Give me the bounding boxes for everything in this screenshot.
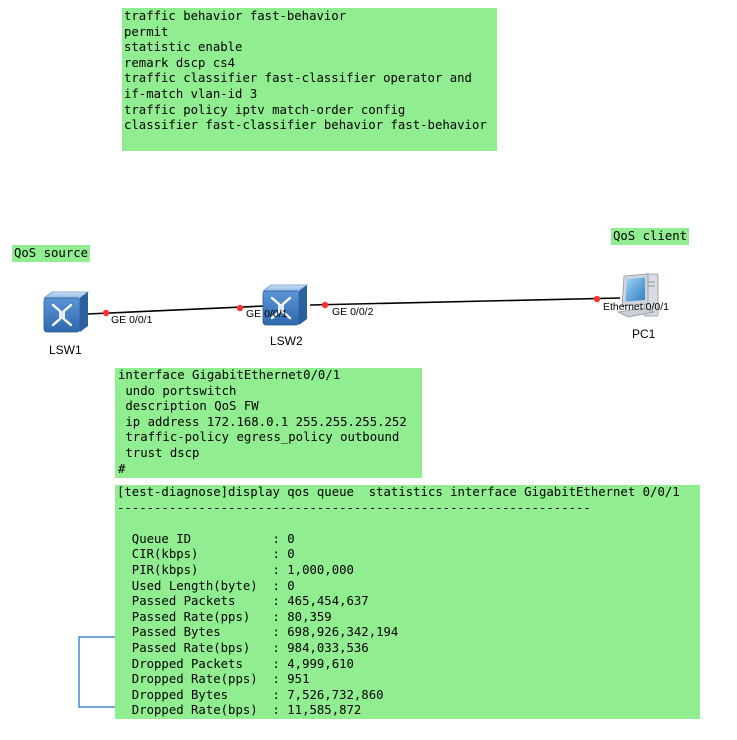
pc1-port-label: Ethernet 0/0/1 [603,301,669,313]
stats-line: [test-diagnose]display qos queue statist… [117,485,680,499]
config-line: # [118,461,126,476]
link-lsw2-pc1 [309,297,621,306]
config-line: trust dscp [118,445,200,460]
stats-line: Passed Rate(bps) : 984,033,536 [117,640,369,655]
stats-line: Dropped Rate(bps) : 11,585,872 [117,703,362,718]
lsw1-port-label: GE 0/0/1 [111,314,153,326]
config-line: remark dscp cs4 [124,55,236,70]
config-line: interface GigabitEthernet0/0/1 [118,368,341,382]
port-dot-lsw2-right [321,301,329,309]
stats-line: PIR(kbps) : 1,000,000 [117,562,354,577]
switch-icon[interactable] [42,291,90,333]
config-line: permit [124,24,169,39]
config-line: statistic enable [124,40,243,55]
port-dot-lsw2-left [236,304,244,312]
stats-line: Passed Rate(pps) : 80,359 [117,609,332,624]
config-line: traffic behavior fast-behavior [124,9,347,23]
config-line: if-match vlan-id 3 [124,86,258,101]
stats-line: Passed Bytes : 698,926,342,194 [117,625,399,640]
lsw2-left-port-label: GE 0/0/1 [246,308,288,320]
stats-line: CIR(kbps) : 0 [117,547,295,562]
pc1-name: PC1 [632,327,656,341]
config-line: ip address 172.168.0.1 255.255.255.252 [118,414,407,429]
config-line: traffic policy iptv match-order config [124,102,406,117]
link-lsw1-lsw2 [86,305,265,315]
config-line: description QoS FW [118,399,259,414]
qos-source-label: QoS source [12,245,91,262]
config-line: classifier fast-classifier behavior fast… [124,118,487,133]
port-dot-pc1 [593,295,601,303]
stats-line: Used Length(byte) : 0 [117,578,295,593]
stats-line: Dropped Rate(pps) : 951 [117,672,310,687]
stats-line: Dropped Packets : 4,999,610 [117,656,354,671]
lsw2-right-port-label: GE 0/0/2 [332,306,374,318]
qos-client-label: QoS client [611,228,690,245]
interface-config-note: interface GigabitEthernet0/0/1 undo port… [115,368,422,478]
stats-line: Queue ID : 0 [117,531,295,546]
pc-icon[interactable] [616,273,659,318]
switch-icon[interactable] [261,284,309,326]
config-line: traffic-policy egress_policy outbound [118,430,400,445]
stats-line: ----------------------------------------… [117,500,591,515]
lsw2-name: LSW2 [270,334,303,348]
stats-line: Passed Packets : 465,454,637 [117,594,369,609]
config-line: undo portswitch [118,383,237,398]
port-dot-lsw1 [102,309,110,317]
stats-line: Dropped Bytes : 7,526,732,860 [117,687,384,702]
config-line: traffic classifier fast-classifier opera… [124,71,472,86]
lsw1-name: LSW1 [49,343,82,357]
qos-queue-statistics-note: [test-diagnose]display qos queue statist… [115,485,700,719]
